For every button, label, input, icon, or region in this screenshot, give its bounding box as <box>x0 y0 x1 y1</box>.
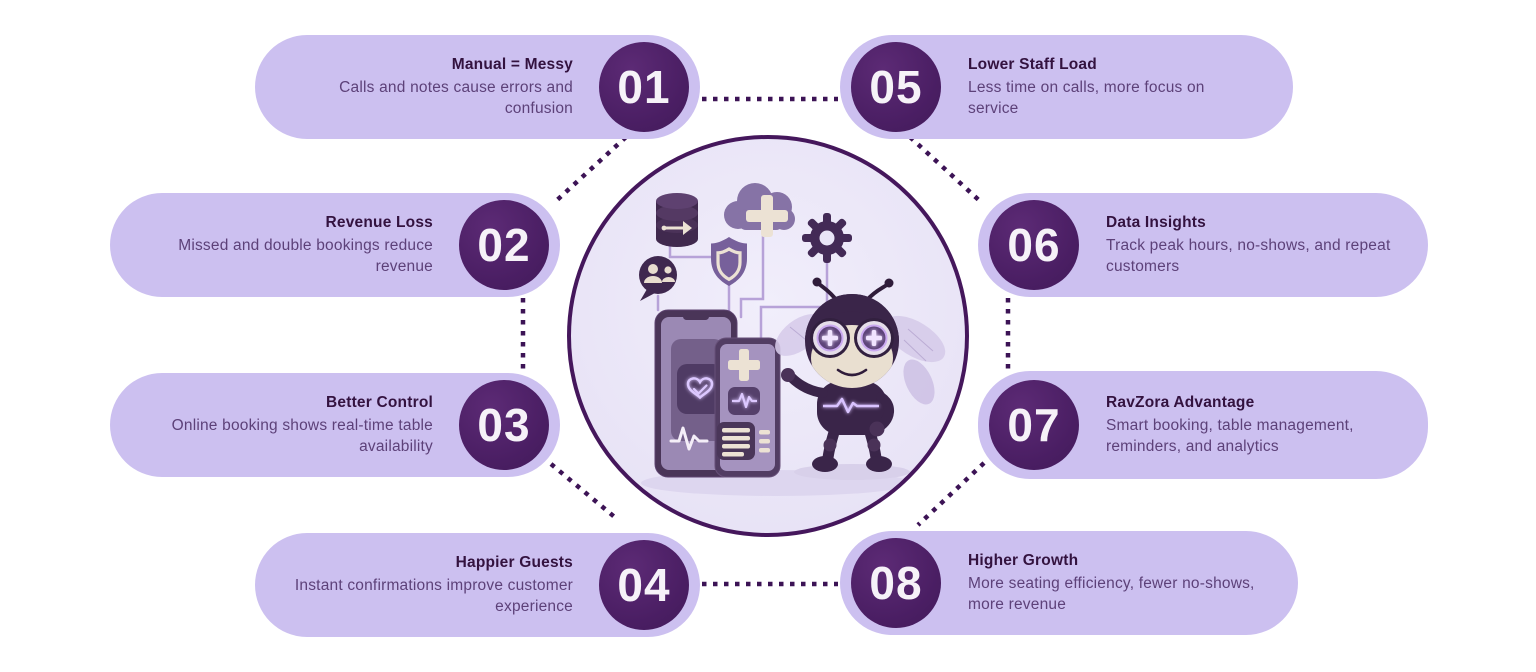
step-card-06: 06 Data Insights Track peak hours, no-sh… <box>978 193 1428 297</box>
dotted-connector <box>908 135 984 205</box>
step-number-badge: 01 <box>599 42 689 132</box>
bee-eyes <box>810 318 894 358</box>
step-card-07: 07 RavZora Advantage Smart booking, tabl… <box>978 371 1428 479</box>
step-card-01: Manual = Messy Calls and notes cause err… <box>255 35 700 139</box>
step-text: Better Control Online booking shows real… <box>110 394 560 457</box>
step-card-04: Happier Guests Instant confirmations imp… <box>255 533 700 637</box>
wing-right-upper <box>884 315 946 363</box>
step-description: Online booking shows real-time table ava… <box>171 416 433 455</box>
step-title: Manual = Messy <box>451 55 573 73</box>
step-number-badge: 06 <box>989 200 1079 290</box>
step-description: Less time on calls, more focus on servic… <box>968 78 1205 117</box>
icon-wires <box>656 227 829 340</box>
ekg-line <box>669 426 709 451</box>
step-number-badge: 08 <box>851 538 941 628</box>
step-number-badge: 04 <box>599 540 689 630</box>
database-icon <box>656 193 698 247</box>
dotted-connector <box>554 135 628 203</box>
step-text: Revenue Loss Missed and double bookings … <box>110 214 560 277</box>
step-title: Higher Growth <box>968 551 1079 569</box>
step-text: Higher Growth More seating efficiency, f… <box>840 552 1298 615</box>
step-card-03: Better Control Online booking shows real… <box>110 373 560 477</box>
step-description: Calls and notes cause errors and confusi… <box>339 78 573 117</box>
step-number-badge: 02 <box>459 200 549 290</box>
step-number-badge: 05 <box>851 42 941 132</box>
center-circle <box>567 135 969 537</box>
step-description: More seating efficiency, fewer no-shows,… <box>968 574 1255 613</box>
step-title: Happier Guests <box>455 553 573 571</box>
mascot-illustration <box>639 183 946 496</box>
gear-icon <box>802 213 852 263</box>
list-icon <box>717 422 770 460</box>
shield-icon <box>711 237 747 286</box>
step-description: Instant confirmations improve customer e… <box>294 576 573 615</box>
bee-mascot <box>775 277 946 480</box>
dotted-connector <box>916 461 986 527</box>
step-title: Lower Staff Load <box>968 55 1097 73</box>
step-text: Manual = Messy Calls and notes cause err… <box>255 56 700 119</box>
chat-person-icon <box>639 256 677 301</box>
cloud-plus-icon <box>724 183 795 237</box>
step-text: Lower Staff Load Less time on calls, mor… <box>840 56 1293 119</box>
step-text: RavZora Advantage Smart booking, table m… <box>978 394 1428 457</box>
plus-icon <box>728 349 760 381</box>
step-number-badge: 03 <box>459 380 549 470</box>
step-description: Smart booking, table management, reminde… <box>1106 416 1354 455</box>
step-title: Data Insights <box>1106 213 1206 231</box>
step-text: Happier Guests Instant confirmations imp… <box>255 554 700 617</box>
chest-ekg <box>823 397 879 414</box>
step-card-08: 08 Higher Growth More seating efficiency… <box>840 531 1298 635</box>
step-title: Better Control <box>326 393 433 411</box>
step-text: Data Insights Track peak hours, no-shows… <box>978 214 1428 277</box>
heart-monitor-icon <box>677 364 723 414</box>
step-title: Revenue Loss <box>325 213 433 231</box>
phone-small <box>714 337 781 478</box>
step-description: Missed and double bookings reduce revenu… <box>178 236 433 275</box>
step-title: RavZora Advantage <box>1106 393 1255 411</box>
ekg-icon <box>728 387 760 415</box>
step-card-02: Revenue Loss Missed and double bookings … <box>110 193 560 297</box>
dotted-connector <box>549 462 619 521</box>
step-number-badge: 07 <box>989 380 1079 470</box>
step-card-05: 05 Lower Staff Load Less time on calls, … <box>840 35 1293 139</box>
wing-right-lower <box>903 359 935 405</box>
step-description: Track peak hours, no-shows, and repeat c… <box>1106 236 1391 275</box>
bee-smile <box>836 368 868 377</box>
